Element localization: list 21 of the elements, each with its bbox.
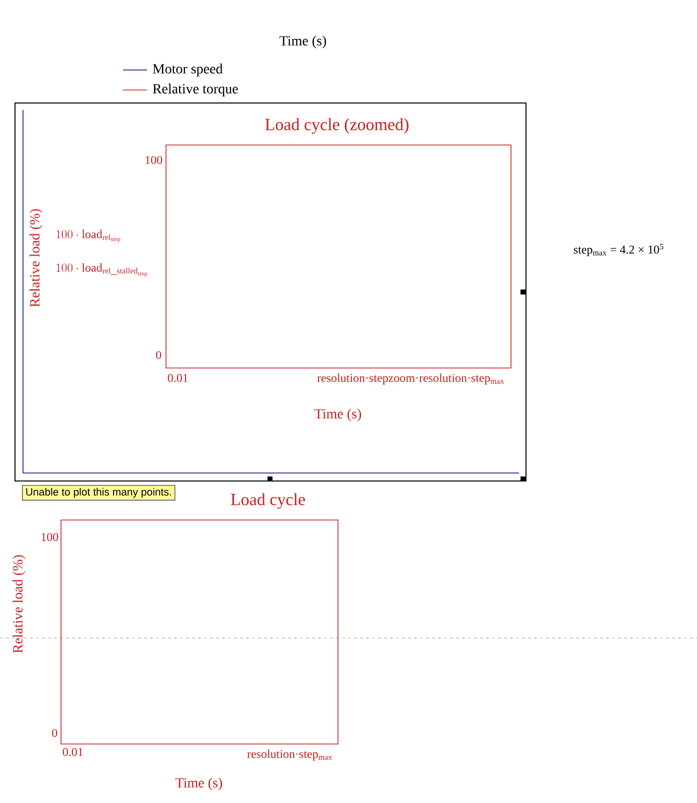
trace-label: $100\cdot\mathrm{load}_{\mathrm{rel}_{\mathrm{step}}}$	[56, 230, 120, 242]
chart-title: Load cycle (zoomed)	[265, 118, 408, 134]
tick-label: 0	[156, 350, 162, 360]
axis-title: Time (s)	[314, 408, 362, 422]
axis-title: Relative load (%)	[30, 209, 42, 307]
tick-label: 100	[146, 156, 162, 164]
tick-label: resolution·stepzoom·resolution·step$_{max}$	[317, 374, 504, 384]
tick-label: 100	[42, 532, 58, 542]
chart-title: Load cycle	[230, 493, 305, 509]
axis-title: Relative load (%)	[12, 555, 26, 653]
tick-label: 0	[52, 728, 58, 738]
tick-label: 0.01	[62, 748, 83, 756]
trace-label: $100\cdot\mathrm{load}_{\mathrm{rel\_stalled}_{\mathrm{step}}}$	[56, 263, 148, 277]
legend-label: Motor speed	[152, 64, 223, 76]
legend-label: Relative torque	[152, 84, 238, 96]
tick-label: 0.01	[168, 374, 188, 382]
error-tooltip: Unable to plot this many points.	[22, 485, 176, 501]
formula-result: step$_{max}$ = 4.2 × 10$^{5}$	[574, 244, 664, 256]
axis-title: Time (s)	[280, 36, 326, 48]
tick-label: resolution·step$_{max}$	[247, 750, 332, 760]
axis-title: Time (s)	[176, 778, 222, 790]
